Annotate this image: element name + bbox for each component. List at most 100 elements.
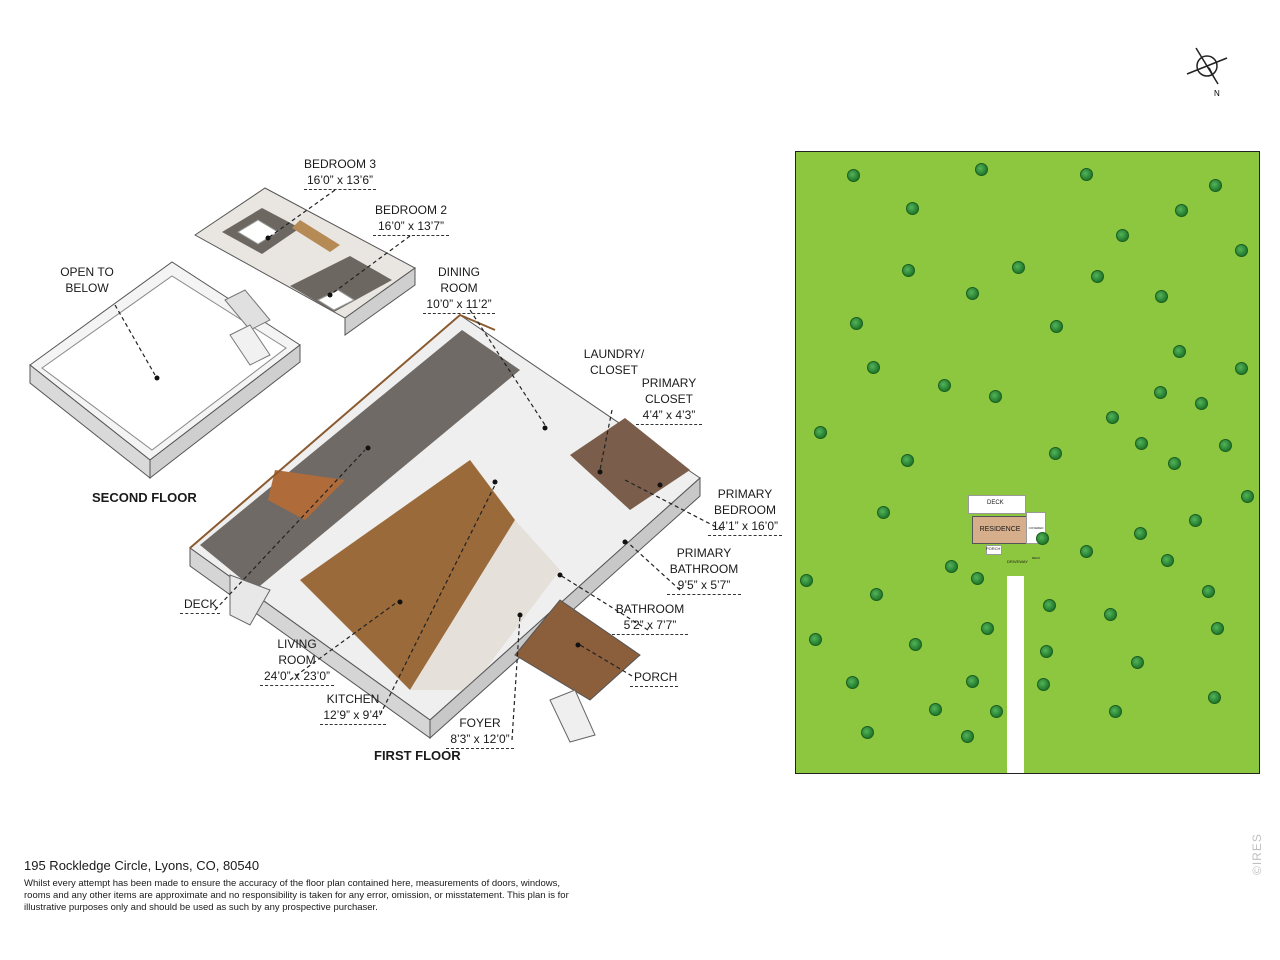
laundry-line1: LAUNDRY/ bbox=[583, 347, 645, 361]
tree bbox=[847, 169, 860, 182]
label-porch: PORCH bbox=[630, 669, 678, 687]
tree bbox=[809, 633, 822, 646]
tree bbox=[1080, 545, 1093, 558]
tree bbox=[1175, 204, 1188, 217]
floor-plan-illustration bbox=[29, 187, 723, 743]
tree bbox=[1116, 229, 1129, 242]
tree bbox=[870, 588, 883, 601]
tree bbox=[814, 426, 827, 439]
dining-marker bbox=[542, 425, 548, 431]
bedroom2-marker bbox=[327, 292, 333, 298]
tree bbox=[877, 506, 890, 519]
tree bbox=[1173, 345, 1186, 358]
primary-bedroom-marker bbox=[657, 482, 663, 488]
primary-bathroom-marker bbox=[622, 539, 628, 545]
site-porch bbox=[986, 545, 1002, 555]
tree bbox=[800, 574, 813, 587]
tree bbox=[1168, 457, 1181, 470]
leader-lines bbox=[114, 189, 723, 741]
primary-closet-marker bbox=[597, 469, 603, 475]
tree bbox=[846, 676, 859, 689]
bedroom2-dim: 16’0” x 13’7” bbox=[373, 218, 449, 236]
tree bbox=[1235, 244, 1248, 257]
label-foyer: FOYER 8’3” x 12’0” bbox=[446, 715, 514, 749]
first-floor bbox=[189, 313, 701, 743]
primary-bedroom-dim: 14’1” x 16’0” bbox=[708, 518, 782, 536]
living-dim: 24’0” x 23’0” bbox=[260, 668, 334, 686]
label-open-to-below: OPEN TO BELOW bbox=[56, 264, 118, 296]
label-bedroom2: BEDROOM 2 16’0” x 13’7” bbox=[373, 202, 449, 236]
living-line1: LIVING bbox=[277, 637, 317, 651]
kitchen-marker bbox=[492, 479, 498, 485]
foyer-marker bbox=[517, 612, 523, 618]
tree bbox=[906, 202, 919, 215]
tree bbox=[861, 726, 874, 739]
label-deck: DECK bbox=[180, 596, 220, 614]
site-deck: DECK bbox=[968, 495, 1026, 514]
tree bbox=[1104, 608, 1117, 621]
dining-dim: 10’0” x 11’2” bbox=[423, 296, 495, 314]
tree bbox=[1012, 261, 1025, 274]
tree bbox=[1202, 585, 1215, 598]
tree bbox=[1049, 447, 1062, 460]
site-driveway-label: DRIVEWAY bbox=[1007, 559, 1028, 564]
site-deck-label: DECK bbox=[987, 500, 1004, 506]
open-line1: OPEN TO bbox=[60, 265, 114, 279]
open-line2: BELOW bbox=[65, 281, 109, 295]
tree bbox=[966, 287, 979, 300]
tree bbox=[989, 390, 1002, 403]
porch-marker bbox=[575, 642, 581, 648]
tree bbox=[1080, 168, 1093, 181]
bedroom3-name: BEDROOM 3 bbox=[304, 157, 377, 171]
tree bbox=[1134, 527, 1147, 540]
label-primary-bedroom: PRIMARY BEDROOM 14’1” x 16’0” bbox=[708, 486, 782, 536]
deck-name: DECK bbox=[180, 596, 220, 614]
label-living-room: LIVING ROOM 24’0” x 23’0” bbox=[260, 636, 334, 686]
tree bbox=[1040, 645, 1053, 658]
bathroom-name: BATHROOM bbox=[615, 602, 685, 616]
primary-bathroom-dim: 9’5” x 5’7” bbox=[667, 577, 741, 595]
tree bbox=[909, 638, 922, 651]
tree bbox=[966, 675, 979, 688]
label-kitchen: KITCHEN 12’9” x 9’4” bbox=[320, 691, 386, 725]
tree bbox=[1037, 678, 1050, 691]
tree bbox=[902, 264, 915, 277]
site-residence: RESIDENCE bbox=[972, 516, 1028, 544]
tree bbox=[1211, 622, 1224, 635]
open-marker bbox=[154, 375, 160, 381]
label-laundry: LAUNDRY/ CLOSET bbox=[580, 346, 648, 378]
tree bbox=[961, 730, 974, 743]
site-plan: DECK RESIDENCE COVERED DECK PORCH DRIVEW… bbox=[795, 151, 1260, 774]
tree bbox=[1195, 397, 1208, 410]
kitchen-dim: 12’9” x 9’4” bbox=[320, 707, 386, 725]
tree bbox=[1235, 362, 1248, 375]
second-floor-title: SECOND FLOOR bbox=[92, 490, 197, 505]
primary-bedroom-line2: BEDROOM bbox=[713, 503, 776, 517]
tree bbox=[1161, 554, 1174, 567]
primary-closet-dim: 4’4” x 4’3” bbox=[636, 407, 702, 425]
dining-line1: DINING bbox=[438, 265, 480, 279]
tree bbox=[1036, 532, 1049, 545]
tree bbox=[981, 622, 994, 635]
tree bbox=[1131, 656, 1144, 669]
site-porch-label: PORCH bbox=[986, 546, 1001, 551]
tree bbox=[850, 317, 863, 330]
primary-bedroom-line1: PRIMARY bbox=[717, 487, 773, 501]
property-address: 195 Rockledge Circle, Lyons, CO, 80540 bbox=[24, 858, 260, 873]
driveway bbox=[1007, 576, 1024, 773]
primary-closet-line2: CLOSET bbox=[644, 392, 693, 406]
dining-line2: ROOM bbox=[440, 281, 478, 295]
primary-closet-line1: PRIMARY bbox=[641, 376, 697, 390]
disclaimer-text: Whilst every attempt has been made to en… bbox=[24, 878, 569, 913]
laundry-line2: CLOSET bbox=[589, 363, 638, 377]
tree bbox=[1209, 179, 1222, 192]
bedroom3-marker bbox=[265, 235, 271, 241]
living-line2: ROOM bbox=[278, 653, 316, 667]
label-primary-closet: PRIMARY CLOSET 4’4” x 4’3” bbox=[636, 375, 702, 425]
bathroom-dim: 5’2” x 7’7” bbox=[612, 617, 688, 635]
tree bbox=[929, 703, 942, 716]
second-floor-open-area bbox=[29, 261, 301, 480]
porch-name: PORCH bbox=[630, 669, 678, 687]
compass-icon: N bbox=[1186, 47, 1228, 98]
tree bbox=[1106, 411, 1119, 424]
